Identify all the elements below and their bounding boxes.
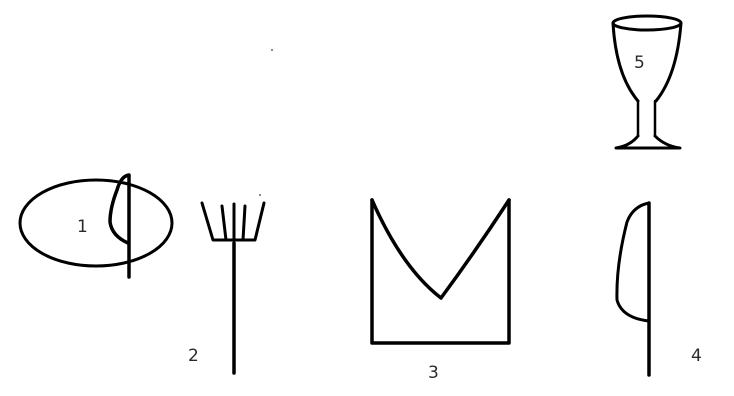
fork-tine-1 bbox=[222, 206, 226, 240]
item-number-3: 3 bbox=[428, 363, 439, 383]
wine-glass-icon bbox=[613, 16, 681, 148]
item-number-2: 2 bbox=[188, 346, 199, 366]
folded-napkin-icon bbox=[372, 200, 509, 343]
glass-rim bbox=[613, 16, 681, 30]
fork-icon bbox=[202, 203, 264, 373]
glass-bowl bbox=[613, 23, 681, 101]
stray-dot bbox=[259, 194, 261, 196]
knife-blade bbox=[617, 203, 649, 321]
knife-icon bbox=[617, 203, 649, 375]
stray-dot bbox=[271, 49, 273, 51]
napkin-outline bbox=[372, 200, 509, 343]
item-number-4: 4 bbox=[691, 346, 702, 366]
napkin-fold bbox=[372, 200, 509, 298]
fork-tine-3 bbox=[243, 206, 245, 240]
bread-plate-shape bbox=[20, 180, 172, 266]
plate-with-butter-knife-icon bbox=[20, 175, 172, 277]
item-number-5: 5 bbox=[634, 53, 645, 73]
glass-foot bbox=[616, 136, 680, 148]
item-number-1: 1 bbox=[77, 217, 88, 237]
